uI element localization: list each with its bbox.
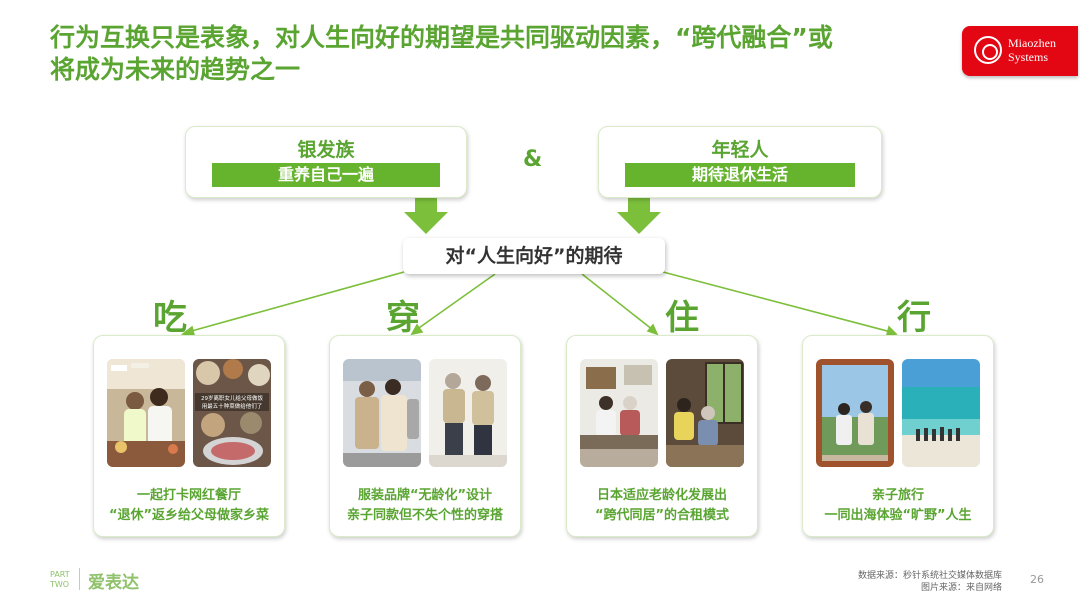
logo-text: Miaozhen Systems	[1008, 36, 1056, 64]
arrow-to-wear	[415, 273, 496, 331]
category-travel: 行	[897, 298, 931, 338]
logo-mark-icon	[974, 36, 1002, 64]
silver-generation-label: 银发族	[297, 139, 355, 161]
silver-generation-subtitle: 重养自己一遍	[212, 163, 440, 187]
footer-part-number: TWO	[50, 580, 70, 589]
logo-line-1: Miaozhen	[1008, 36, 1056, 50]
photo-shared-living-room	[580, 359, 658, 467]
caption-live-line-2: “跨代同居”的合租模式	[594, 508, 730, 523]
data-source: 数据来源：秒针系统社交媒体数据库	[857, 571, 1002, 581]
card-wear: 服装品牌“无龄化”设计 亲子同款但不失个性的穿搭	[329, 335, 521, 537]
photo-family-outfit	[343, 359, 421, 467]
caption-travel-line-2: 一同出海体验“旷野”人生	[824, 508, 972, 523]
caption-live: 日本适应老龄化发展出 “跨代同居”的合租模式	[571, 486, 753, 526]
caption-eat: 一起打卡网红餐厅 “退休”返乡给父母做家乡菜	[98, 486, 280, 526]
caption-travel-line-1: 亲子旅行	[871, 488, 924, 503]
footer-part-word: PART	[50, 570, 70, 579]
photo-overlay-line-1: 29岁离职女儿给父母做饭	[201, 394, 263, 402]
card-eat: 29岁离职女儿给父母做饭 用最五十种菜做给他们了 一起打卡网红餐厅 “退休”返乡…	[93, 335, 285, 537]
footer-divider	[79, 568, 80, 590]
shared-expectation-box: 对“人生向好”的期待	[403, 238, 665, 274]
title-line-2: 将成为未来的趋势之一	[50, 55, 301, 84]
page-title: 行为互换只是表象，对人生向好的期望是共同驱动因素，“跨代融合”或 将成为未来的趋…	[50, 22, 930, 86]
category-wear: 穿	[386, 298, 420, 338]
arrow-to-eat	[187, 271, 405, 333]
photo-family-travel-frame	[816, 359, 894, 467]
caption-wear-line-1: 服装品牌“无龄化”设计	[357, 488, 493, 503]
arrow-right-down	[617, 186, 661, 234]
caption-wear-line-2: 亲子同款但不失个性的穿搭	[346, 508, 503, 523]
photo-beach-trip	[902, 359, 980, 467]
logo-line-2: Systems	[1008, 50, 1049, 64]
caption-eat-line-2: “退休”返乡给父母做家乡菜	[108, 508, 270, 523]
image-source: 图片来源：来自网络	[920, 583, 1002, 593]
caption-travel: 亲子旅行 一同出海体验“旷野”人生	[807, 486, 989, 526]
photo-matching-outfits	[429, 359, 507, 467]
caption-eat-line-1: 一起打卡网红餐厅	[136, 488, 241, 503]
page-number: 26	[1030, 573, 1044, 586]
source-notes: 数据来源：秒针系统社交媒体数据库 图片来源：来自网络	[858, 570, 1002, 594]
young-people-label: 年轻人	[711, 139, 769, 161]
card-live: 日本适应老龄化发展出 “跨代同居”的合租模式	[566, 335, 758, 537]
young-people-box: 年轻人 期待退休生活	[598, 126, 882, 198]
caption-wear: 服装品牌“无龄化”设计 亲子同款但不失个性的穿搭	[334, 486, 516, 526]
photo-overlay-line-2: 用最五十种菜做给他们了	[202, 402, 263, 410]
card-travel: 亲子旅行 一同出海体验“旷野”人生	[802, 335, 994, 537]
young-people-subtitle: 期待退休生活	[625, 163, 855, 187]
company-logo: Miaozhen Systems	[962, 26, 1078, 76]
photo-restaurant	[107, 359, 185, 467]
ampersand: &	[523, 147, 543, 172]
photo-co-living-house	[666, 359, 744, 467]
photo-home-cooking: 29岁离职女儿给父母做饭 用最五十种菜做给他们了	[193, 359, 271, 467]
footer-section-title: 爱表达	[88, 573, 139, 593]
category-live: 住	[665, 298, 699, 338]
footer-part-label: PART TWO	[50, 570, 70, 590]
arrow-left-down	[404, 186, 448, 234]
arrow-to-travel	[662, 271, 892, 333]
category-eat: 吃	[153, 298, 187, 338]
caption-live-line-1: 日本适应老龄化发展出	[596, 488, 727, 503]
arrow-to-live	[581, 273, 654, 331]
silver-generation-box: 银发族 重养自己一遍	[185, 126, 467, 198]
title-line-1: 行为互换只是表象，对人生向好的期望是共同驱动因素，“跨代融合”或	[50, 23, 833, 52]
